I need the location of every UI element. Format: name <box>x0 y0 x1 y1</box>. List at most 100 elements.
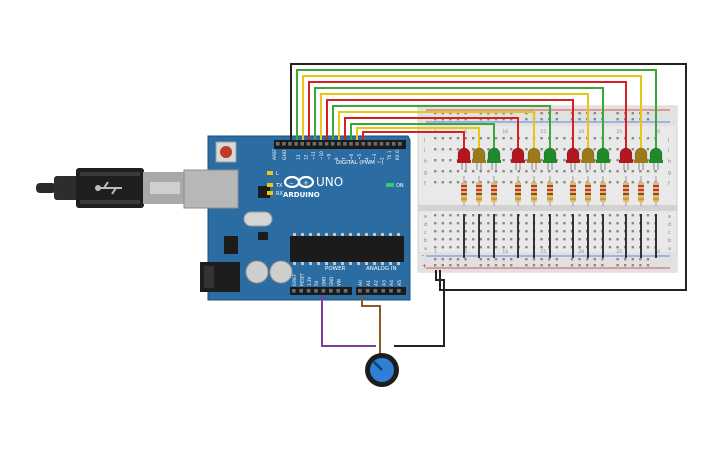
atmega-chip <box>290 236 404 262</box>
led-row <box>457 147 663 170</box>
digital-pin-label: 8 <box>334 157 339 160</box>
digital-pin-label: ~3 <box>372 153 377 160</box>
column-number: 25 <box>616 129 622 135</box>
power-pin-label: VIN <box>336 279 341 286</box>
row-letter: d <box>668 222 671 228</box>
resistor-row <box>461 176 659 206</box>
led[interactable] <box>596 147 610 170</box>
column-number: 10 <box>502 249 508 255</box>
resistor[interactable] <box>570 176 576 206</box>
digital-pin-label: ~9 <box>326 153 331 160</box>
digital-pin-label: ~5 <box>357 153 362 160</box>
column-number: 1 <box>434 249 437 255</box>
digital-pin-label: TX 1 <box>387 150 392 161</box>
row-letter: a <box>424 246 427 252</box>
arduino-uno-board[interactable]: − + ARDUINO UNO DIGITAL (PWM ~) POWER AN… <box>183 135 411 301</box>
column-number: 5 <box>464 129 467 135</box>
resistor[interactable] <box>585 176 591 206</box>
pot-wires <box>321 270 445 362</box>
usb-cable <box>36 168 187 208</box>
column-number: 20 <box>578 129 584 135</box>
ground-jumpers <box>463 214 657 258</box>
row-letter: c <box>424 230 427 236</box>
digital-pin-label: ~10 <box>319 151 324 160</box>
power-pin-label: GND <box>329 277 334 286</box>
analog-label: ANALOG IN <box>366 266 397 272</box>
model-text: UNO <box>316 175 343 189</box>
digital-pin-label: 4 <box>364 157 369 160</box>
led[interactable] <box>581 147 595 170</box>
resistor[interactable] <box>653 176 659 206</box>
center-channel <box>418 205 677 211</box>
led[interactable] <box>472 147 486 170</box>
arduino-logo-icon: − + <box>283 175 315 189</box>
regulator <box>224 236 238 254</box>
row-letter: h <box>668 159 671 165</box>
power-pin-label: GND <box>322 277 327 286</box>
digital-pin-label: 12 <box>304 154 309 160</box>
power-header[interactable] <box>290 287 352 295</box>
power-label: POWER <box>325 266 346 272</box>
power-pin-label: RESET <box>299 273 304 286</box>
digital-pin-label: 13 <box>296 154 301 160</box>
resistor[interactable] <box>476 176 482 206</box>
led[interactable] <box>634 147 648 170</box>
usb-icon <box>95 181 122 195</box>
resistor[interactable] <box>547 176 553 206</box>
column-number: 30 <box>654 249 660 255</box>
row-letter: g <box>668 170 671 176</box>
led[interactable] <box>457 147 471 170</box>
svg-text:−: − <box>289 180 294 187</box>
column-number: 5 <box>464 249 467 255</box>
analog-pin-label: A5 <box>397 280 403 286</box>
tx-label: TX <box>275 183 283 189</box>
column-number: 20 <box>578 249 584 255</box>
analog-pin-label: A3 <box>381 280 387 286</box>
row-letter: f <box>668 181 670 187</box>
analog-header[interactable] <box>356 287 406 295</box>
led[interactable] <box>649 147 663 170</box>
analog-pin-label: A0 <box>358 280 364 286</box>
power-pin-label: 3.3V <box>307 277 312 286</box>
brand-text: ARDUINO <box>283 191 320 199</box>
row-letter: e <box>668 214 671 220</box>
digital-header-label: DIGITAL (PWM ~) <box>336 160 383 166</box>
led[interactable] <box>487 147 501 170</box>
digital-pin-label: ~6 <box>349 153 354 160</box>
led[interactable] <box>527 147 541 170</box>
column-number: 15 <box>540 129 546 135</box>
row-letter: a <box>668 246 671 252</box>
analog-pin-label: A4 <box>389 280 395 286</box>
row-letter: h <box>424 159 427 165</box>
led[interactable] <box>619 147 633 170</box>
resistor[interactable] <box>623 176 629 206</box>
row-letter: g <box>424 170 427 176</box>
led[interactable] <box>566 147 580 170</box>
crystal <box>243 211 273 227</box>
column-number: 15 <box>540 249 546 255</box>
row-letter: d <box>424 222 427 228</box>
l-label: L <box>276 171 279 177</box>
resistor[interactable] <box>461 176 467 206</box>
resistor[interactable] <box>491 176 497 206</box>
usb-jack <box>183 169 239 209</box>
resistor[interactable] <box>515 176 521 206</box>
row-letter: j <box>423 137 425 143</box>
potentiometer[interactable] <box>365 353 399 387</box>
column-number: 10 <box>502 129 508 135</box>
row-letter: c <box>668 230 671 236</box>
resistor[interactable] <box>638 176 644 206</box>
led[interactable] <box>543 147 557 170</box>
row-letter: f <box>424 181 426 187</box>
resistor[interactable] <box>531 176 537 206</box>
led[interactable] <box>511 147 525 170</box>
aref-label: AREF <box>272 148 278 160</box>
on-label: ON <box>396 183 404 189</box>
power-pin-label: IOREF <box>292 273 297 286</box>
row-letter: i <box>424 148 425 154</box>
led-wires <box>290 63 687 291</box>
resistor[interactable] <box>600 176 606 206</box>
